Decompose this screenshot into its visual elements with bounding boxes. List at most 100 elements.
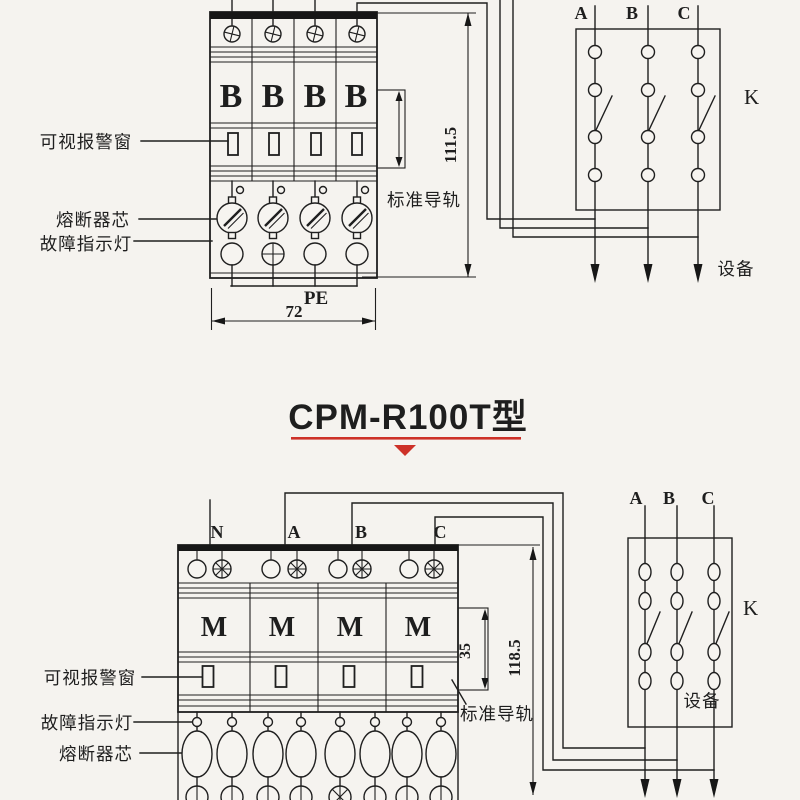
fuse-core-assembly	[216, 711, 248, 800]
breaker-pole	[690, 44, 716, 183]
wire-label: N	[211, 522, 224, 542]
module-label: B	[262, 78, 285, 115]
dim-arrow-icon	[529, 782, 537, 795]
top-callouts: 可视报警窗 熔断器芯 故障指示灯	[40, 132, 229, 254]
module-width-dimension: 35	[457, 607, 489, 691]
dim-arrow-icon	[464, 13, 472, 26]
breaker-box	[627, 537, 733, 728]
wire-label: A	[288, 522, 301, 542]
width-dim-value: 72	[286, 302, 303, 321]
callout-fault-indicator: 故障指示灯	[41, 713, 134, 733]
terminal-icon	[261, 559, 281, 579]
terminal-icon	[328, 559, 348, 579]
terminal-cross-icon	[331, 788, 349, 800]
callout-alarm-window: 可视报警窗	[44, 668, 137, 688]
top-device: B B B B PE	[209, 11, 378, 309]
module-label: B	[220, 78, 243, 115]
screw-terminal-icon	[287, 559, 307, 579]
fuse-core-assembly	[391, 711, 423, 800]
phase-label: B	[663, 488, 675, 508]
down-arrow-icon	[643, 264, 653, 283]
fuse-core-assembly	[359, 711, 391, 800]
side-walls	[177, 711, 459, 800]
rail-label: 标准导轨	[460, 704, 534, 724]
callout-alarm-window: 可视报警窗	[40, 132, 133, 152]
down-arrow-icon	[672, 779, 682, 798]
module-label: M	[405, 612, 431, 643]
module-label: B	[345, 78, 368, 115]
screw-terminal-icon	[352, 559, 372, 579]
screw-terminal-icon	[262, 23, 284, 45]
terminal-icon	[187, 559, 207, 579]
phase-label: A	[630, 488, 643, 508]
breaker-pole	[587, 44, 613, 183]
screw-terminal-icon	[221, 23, 243, 45]
callout-fuse-core: 熔断器芯	[59, 744, 133, 764]
top-section: B B B B PE	[40, 0, 759, 330]
bottom-device-din-bar	[178, 545, 458, 551]
dim-arrow-icon	[529, 547, 537, 560]
terminal-ticks	[196, 551, 435, 560]
dim-arrow-icon	[481, 609, 489, 620]
down-arrow-icon	[590, 264, 600, 283]
dim-arrow-icon	[481, 678, 489, 689]
callout-fuse-core: 熔断器芯	[56, 210, 130, 230]
top-device-panel-lines	[210, 19, 377, 274]
phase-label: C	[678, 3, 691, 23]
alarm-windows	[201, 665, 424, 688]
fuse-dial-assembly	[298, 179, 332, 288]
alarm-windows	[227, 132, 363, 156]
switch-label: K	[744, 85, 759, 109]
top-width-dimension: 72	[210, 288, 377, 330]
height-dim-value: 111.5	[441, 127, 460, 163]
wire-label: B	[355, 522, 367, 542]
bottom-supply-wires	[209, 492, 715, 771]
module-label: M	[201, 612, 227, 643]
module-width-value: 35	[457, 643, 474, 659]
bottom-section: N A B C	[41, 488, 758, 800]
breaker-pole	[670, 562, 693, 691]
breaker-pole	[640, 44, 666, 183]
fuse-dial-assembly	[215, 179, 249, 288]
down-arrow-icon	[709, 779, 719, 798]
top-height-dimension: 111.5	[362, 12, 476, 278]
top-rail-bracket	[376, 89, 406, 169]
title-underline	[291, 437, 521, 440]
pe-label: PE	[304, 288, 328, 309]
bottom-callouts: 可视报警窗 故障指示灯 熔断器芯	[41, 668, 203, 764]
bottom-device-panel-lines	[178, 582, 458, 712]
breaker-pole	[707, 562, 730, 691]
phase-label: B	[626, 3, 638, 23]
dim-arrow-icon	[464, 264, 472, 277]
down-arrow-icon	[640, 779, 650, 798]
dim-arrow-icon	[362, 317, 375, 325]
screw-terminal-icon	[212, 559, 232, 579]
down-arrow-icon	[693, 264, 703, 283]
fuse-core-assembly	[252, 711, 284, 800]
top-breaker-schematic: A B C K 设备	[575, 3, 759, 283]
indicator-cross-icon	[262, 243, 284, 265]
top-device-din-bar	[210, 12, 377, 19]
height-dim-value: 118.5	[505, 639, 524, 676]
load-label: 设备	[684, 691, 721, 711]
top-supply-wires	[231, 0, 699, 238]
screw-terminal-icon	[424, 559, 444, 579]
phase-label: C	[702, 488, 715, 508]
terminal-icon	[399, 559, 419, 579]
breaker-pole	[638, 562, 661, 691]
module-label: M	[337, 612, 363, 643]
title-block: CPM-R100T型	[288, 398, 527, 456]
module-label: B	[304, 78, 327, 115]
model-title: CPM-R100T型	[288, 398, 527, 437]
top-terminal-stubs	[231, 18, 358, 27]
fuse-core-assembly	[285, 711, 317, 800]
rail-leader-line	[451, 679, 467, 705]
dim-arrow-icon	[212, 317, 225, 325]
fuse-dial-assembly	[256, 179, 290, 288]
bottom-height-dimension: 118.5	[458, 544, 540, 795]
breaker-box	[575, 28, 721, 211]
phase-label: A	[575, 3, 588, 23]
fuse-core-assembly	[181, 711, 213, 800]
rail-label: 标准导轨	[387, 190, 461, 210]
